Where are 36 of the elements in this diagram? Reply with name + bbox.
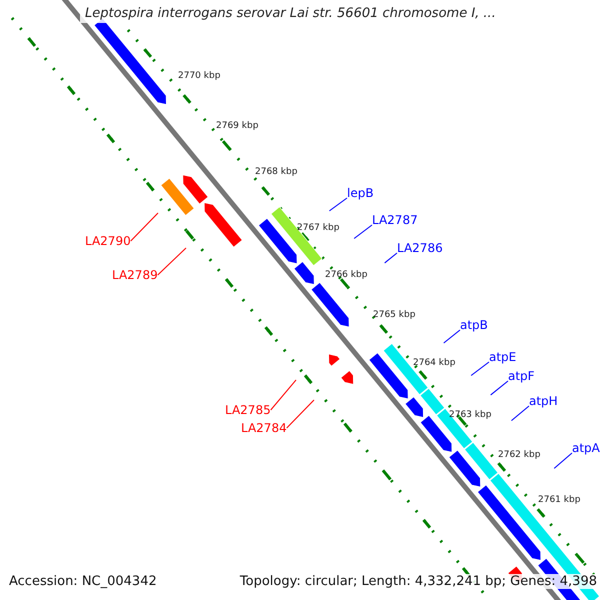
gene-label: atpE bbox=[489, 350, 516, 364]
scale-label: 2769 kbp bbox=[215, 121, 260, 131]
gene-label: LA2786 bbox=[397, 241, 443, 255]
gene-label: LA2790 bbox=[85, 234, 131, 248]
gene-label: LA2784 bbox=[241, 421, 287, 435]
gene-label: atpB bbox=[460, 318, 488, 332]
scale-label: 2766 kbp bbox=[324, 270, 368, 280]
leader-line bbox=[328, 198, 348, 212]
genome-info-text: Topology: circular; Length: 4,332,241 bp; Genes: 4,398 bbox=[240, 574, 597, 589]
leader-line bbox=[384, 252, 398, 264]
leader-line bbox=[510, 406, 530, 422]
leader-line bbox=[490, 380, 508, 396]
scale-label: 2767 kbp bbox=[296, 223, 340, 233]
leader-line bbox=[354, 224, 372, 240]
gene-label: LA2789 bbox=[112, 268, 158, 282]
leader-line bbox=[130, 212, 158, 242]
gene-label: lepB bbox=[347, 186, 374, 200]
gene-label: atpA bbox=[572, 441, 600, 455]
scale-label: 2765 kbp bbox=[372, 310, 416, 320]
leader-line bbox=[470, 362, 490, 376]
leader-line bbox=[554, 452, 572, 469]
gene-label: atpF bbox=[508, 369, 535, 383]
accession-text: Accession: NC_004342 bbox=[9, 574, 157, 589]
scale-label: 2761 kbp bbox=[537, 495, 582, 505]
leader-line bbox=[286, 400, 314, 428]
gene-label: LA2785 bbox=[225, 403, 271, 417]
leader-line bbox=[157, 248, 186, 276]
gene-label: atpH bbox=[529, 394, 558, 408]
scale-label: 2768 kbp bbox=[254, 167, 298, 177]
gene-label: LA2787 bbox=[372, 213, 418, 227]
leader-line bbox=[270, 380, 296, 410]
leader-line bbox=[443, 330, 460, 344]
scale-label: 2763 kbp bbox=[448, 410, 492, 420]
scale-label: 2764 kbp bbox=[412, 358, 456, 368]
scale-label: 2762 kbp bbox=[497, 450, 542, 460]
scale-label: 2770 kbp bbox=[177, 71, 222, 81]
